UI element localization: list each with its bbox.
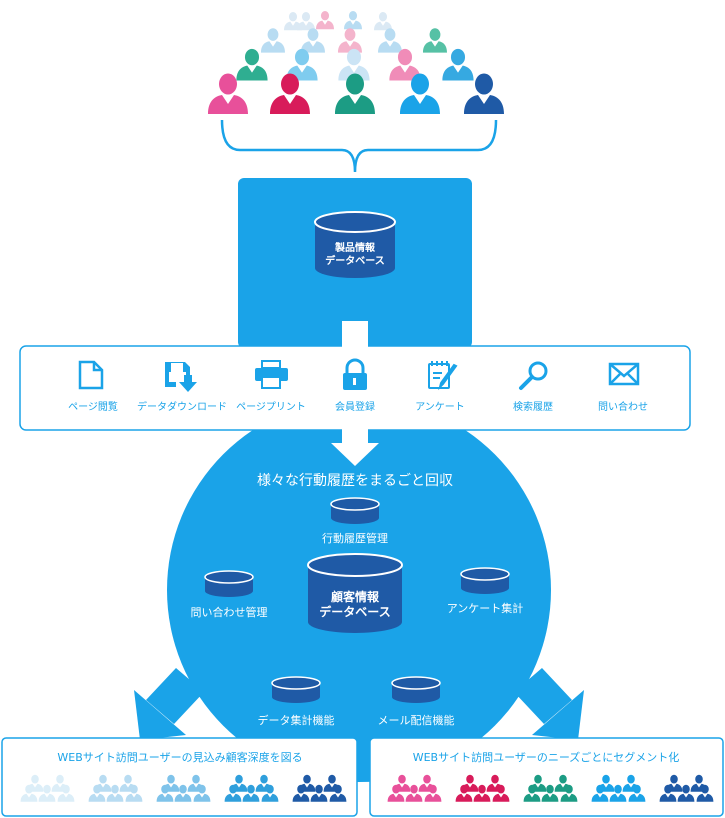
mail-db-icon [391,676,441,703]
arrow-left [134,668,204,740]
product-db-label: 製品情報 データベース [325,242,385,268]
product-db-line1: 製品情報 [335,243,375,254]
page-icon [78,360,104,390]
action-label-page-view: ページ閲覧 [68,402,118,413]
inquiry-db-icon [204,570,254,597]
customer-db-line1: 顧客情報 [330,590,379,604]
product-db-line2: データベース [325,256,385,267]
output-right-title: WEBサイト訪問ユーザーのニーズごとにセグメント化 [412,751,680,764]
download-icon [165,362,197,392]
output-left-title: WEBサイト訪問ユーザーの見込み顧客深度を図る [57,751,303,764]
lock-icon [343,358,367,390]
user-crowd [208,10,504,114]
aggregate-db-label: データ集計機能 [257,714,335,727]
customer-db-icon [307,553,403,633]
action-label-download: データダウンロード [137,402,227,413]
product-db-icon [314,211,396,278]
history-db-label: 行動履歴管理 [322,532,388,545]
action-label-print: ページプリント [236,402,306,413]
brace [220,119,498,173]
inquiry-db-label: 問い合わせ管理 [190,606,268,619]
survey-db-label: アンケート集計 [446,602,524,615]
action-label-register: 会員登録 [335,402,375,413]
customer-db-label: 顧客情報 データベース [319,590,390,620]
survey-db-icon [460,567,510,594]
action-label-search-history: 検索履歴 [513,402,553,413]
history-db-icon [330,497,380,524]
mail-icon [608,362,640,386]
circle-heading: 様々な行動履歴をまるごと回収 [257,473,453,489]
printer-icon [255,360,288,389]
action-label-survey: アンケート [415,402,465,413]
action-label-inquiry: 問い合わせ [598,402,648,413]
mail-db-label: メール配信機能 [377,714,455,727]
pencil-note-icon [428,361,458,391]
customer-db-line2: データベース [319,605,391,619]
arrow-right [514,668,584,740]
search-icon [519,361,548,390]
aggregate-db-icon [271,676,321,703]
